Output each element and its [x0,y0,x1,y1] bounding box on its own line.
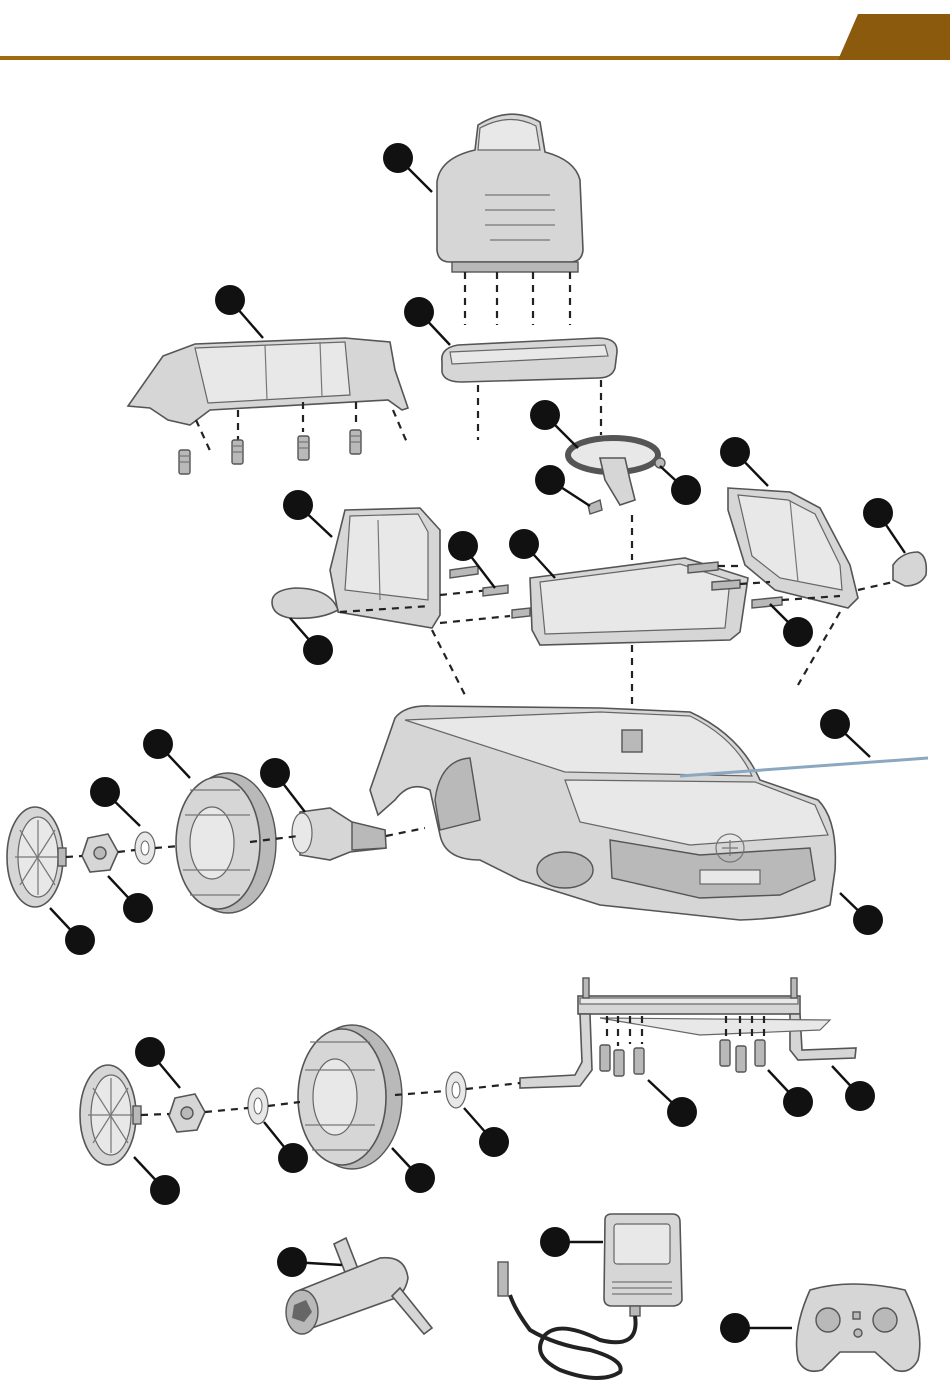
seat-cushion-part [442,338,617,382]
rear-wheel-part [298,1025,402,1169]
left-mirror-part [272,588,338,618]
callout-marker [479,1127,509,1157]
callout-marker [123,893,153,923]
callout-marker [277,1247,307,1277]
callout-marker [853,905,883,935]
callout-marker [671,475,701,505]
callout-marker [448,531,478,561]
motor-gearbox-part [292,808,386,860]
callout-marker [383,143,413,173]
dashboard-part [530,558,748,645]
callout-marker [135,1037,165,1067]
remote-control-part [797,1284,920,1371]
callout-marker [530,400,560,430]
callout-marker [404,297,434,327]
callout-marker [90,777,120,807]
charger-part [498,1214,682,1378]
callout-marker [509,529,539,559]
rear-washer-inner-part [248,1088,268,1124]
screw-set-rear [179,430,361,474]
callout-marker [278,1143,308,1173]
callout-marker [863,498,893,528]
steering-wheel-part [568,438,665,514]
screw-set-axle [600,1040,765,1076]
front-washer-part [135,832,155,864]
rear-nut-part [169,1094,205,1132]
right-side-panel-part [728,488,858,608]
header-rule [0,56,950,60]
callout-marker [540,1227,570,1257]
rear-washer-outer-part [446,1072,466,1108]
callout-marker [143,729,173,759]
front-wheel-part [176,773,276,913]
callout-marker [65,925,95,955]
callout-marker [303,635,333,665]
screw-set-dash [450,566,530,618]
header-tab [838,14,950,60]
callout-marker [845,1081,875,1111]
car-body-part [370,706,928,920]
wrench-part [286,1238,432,1334]
rear-hub-cap-part [80,1065,141,1165]
front-nut-part [82,834,118,872]
callout-marker [820,709,850,739]
callout-marker [783,617,813,647]
header-band [0,14,950,60]
callout-marker [405,1163,435,1193]
seat-backrest-part [437,114,583,272]
right-mirror-part [893,552,926,586]
callout-marker [667,1097,697,1127]
callout-marker [720,1313,750,1343]
front-hub-cap-part [7,807,66,907]
callout-marker [215,285,245,315]
callout-marker [783,1087,813,1117]
rear-axle-frame-part [520,978,856,1088]
callout-marker [535,465,565,495]
rear-panel-part [128,338,408,425]
callout-marker [260,758,290,788]
callout-marker [283,490,313,520]
callout-marker [150,1175,180,1205]
callout-marker [720,437,750,467]
